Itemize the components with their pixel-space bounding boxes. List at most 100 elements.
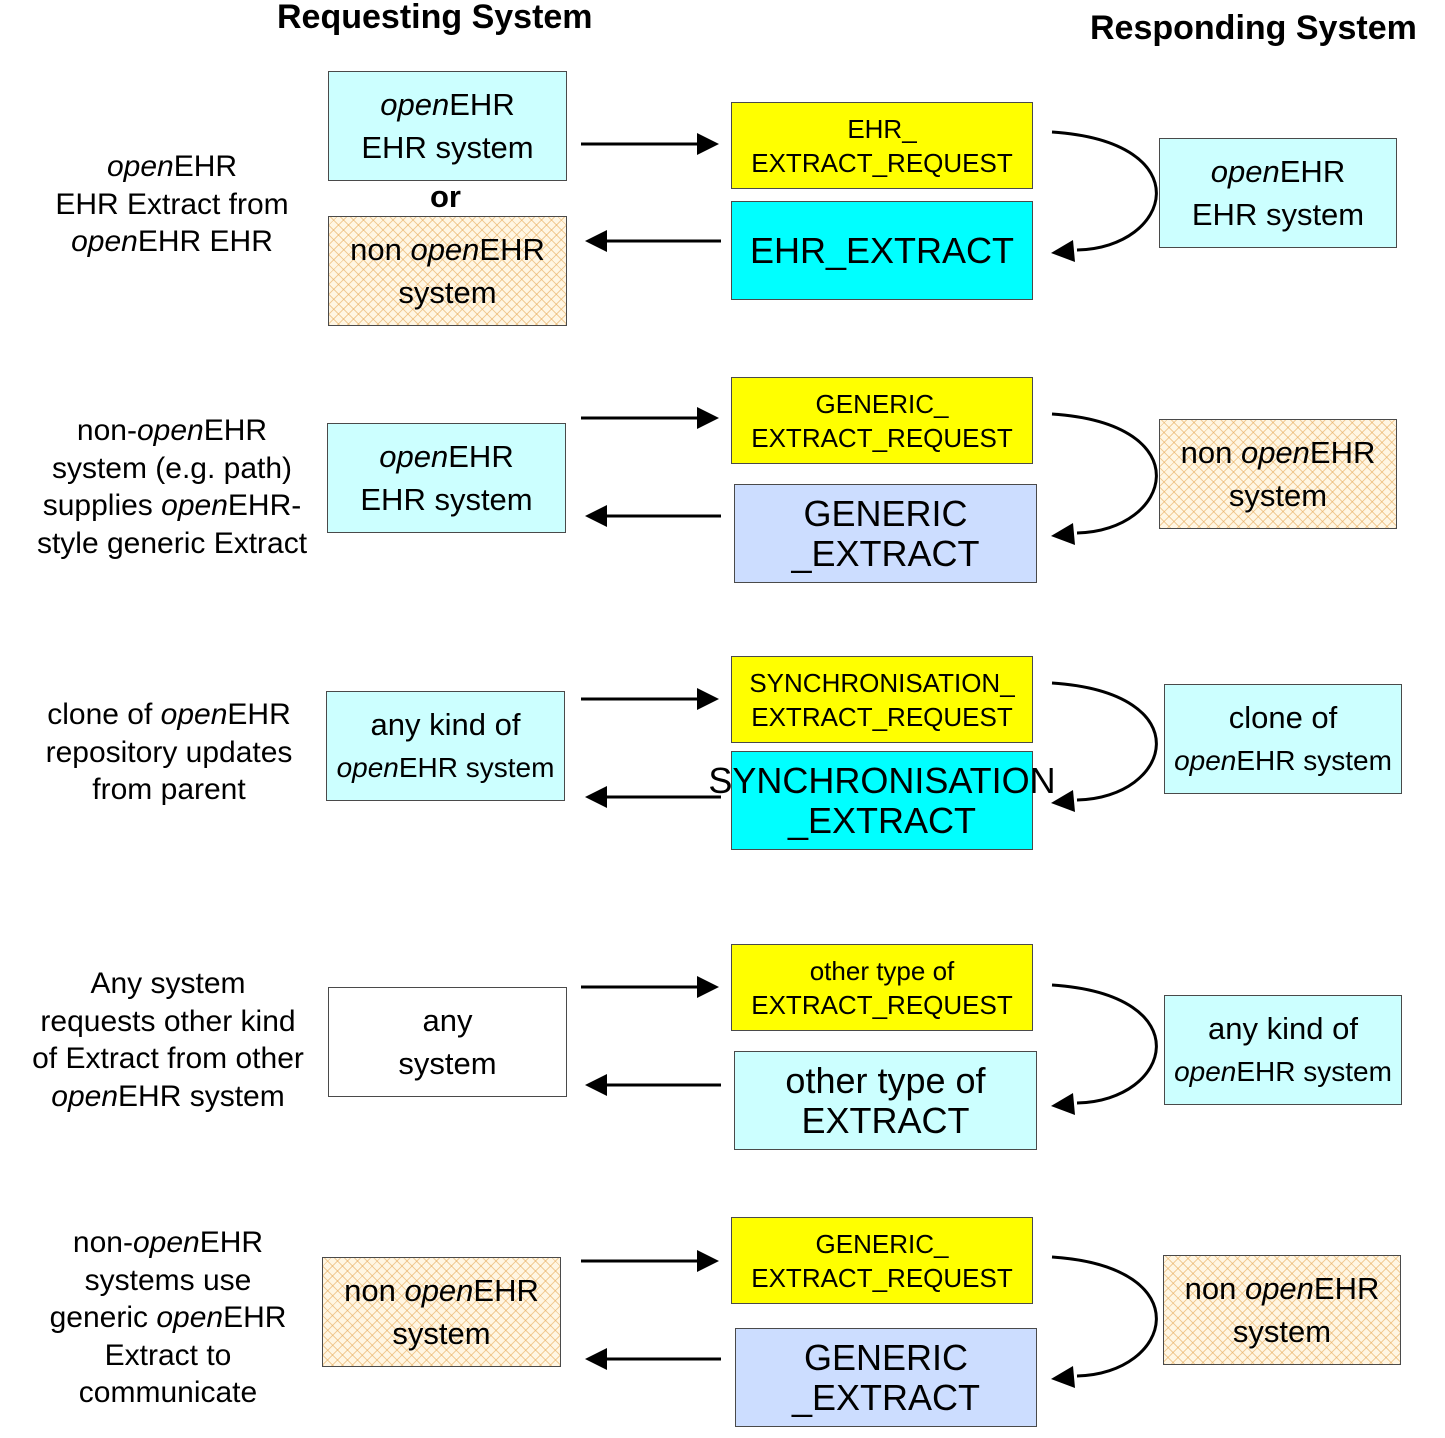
text-span: EHR [223, 1301, 287, 1334]
request-label-line: EXTRACT_REQUEST [751, 1262, 1013, 1293]
description-line: systems use [50, 1262, 287, 1300]
text-span: system [1228, 478, 1328, 513]
request-label-line: EXTRACT_REQUEST [751, 989, 1013, 1020]
description-line: clone of openEHR [46, 696, 293, 734]
process-curve-arrow [1051, 412, 1158, 535]
extract-box: SYNCHRONISATION_EXTRACT [708, 751, 1056, 850]
description-line: system (e.g. path) [37, 450, 307, 488]
description-line: openEHR EHR [55, 223, 288, 261]
or-label: or [430, 179, 461, 214]
text-span: EHR [203, 414, 268, 447]
italic-text: open [1210, 154, 1280, 189]
request-label-line: SYNCHRONISATION_ [749, 667, 1015, 698]
requesting-system-box: openEHR EHR system [327, 423, 566, 533]
extract-box: GENERIC_EXTRACT [734, 484, 1037, 583]
italic-text: open [1240, 435, 1310, 470]
responding-system-box: any kind of openEHR system [1164, 995, 1402, 1105]
system-label-line: system [398, 1042, 496, 1085]
text-span: non [1184, 1271, 1245, 1306]
text-span: any [422, 1003, 473, 1038]
text-span: EHR [473, 1273, 539, 1308]
extract-box: GENERIC_EXTRACT [735, 1328, 1037, 1427]
italic-text: open [380, 87, 450, 122]
text-span: from parent [92, 773, 246, 806]
system-label-line: openEHR [1211, 150, 1345, 193]
system-label-line: openEHR system [1174, 739, 1392, 782]
extract-request-box: GENERIC_EXTRACT_REQUEST [731, 377, 1033, 464]
italic-text: open [404, 1273, 474, 1308]
requesting-system-box: any system [328, 987, 567, 1097]
text-span: EHR system [398, 752, 555, 783]
extract-label-line: _EXTRACT [787, 799, 977, 841]
request-arrowhead [697, 133, 719, 155]
description-line: openEHR [55, 148, 288, 186]
italic-text: open [336, 752, 399, 783]
description-line: communicate [50, 1374, 287, 1412]
process-curve-arrow [1051, 130, 1158, 252]
italic-text: open [106, 150, 174, 183]
italic-text: open [1244, 1271, 1314, 1306]
request-label-line: EHR_ [847, 113, 917, 144]
text-span: clone of [1228, 700, 1338, 735]
text-span: non [350, 232, 411, 267]
response-arrowhead [585, 230, 607, 252]
text-span: requests other kind [40, 1004, 296, 1038]
text-span: EHR system [1236, 745, 1392, 776]
description-line: from parent [46, 771, 293, 809]
requesting-system-header: Requesting System [277, 0, 593, 36]
text-span: EHR [449, 87, 515, 122]
text-span: any kind of [1208, 1011, 1358, 1046]
description-line: supplies openEHR- [37, 487, 307, 525]
extract-label-line: GENERIC [803, 1336, 969, 1378]
extract-label-line: SYNCHRONISATION [708, 759, 1056, 801]
extract-request-box: EHR_EXTRACT_REQUEST [731, 102, 1033, 189]
system-label-line: system [1233, 1310, 1331, 1353]
process-curve-arrow [1051, 983, 1158, 1105]
request-arrowhead [697, 976, 719, 998]
description-line: openEHR system [32, 1078, 304, 1116]
system-label-line: openEHR system [337, 746, 555, 789]
text-span: EHR [448, 439, 514, 474]
request-label-line: other type of [809, 955, 955, 986]
request-arrowhead [697, 1250, 719, 1272]
text-span: EHR [1279, 154, 1346, 189]
italic-text: open [1174, 745, 1237, 776]
extract-label-line: EXTRACT [801, 1099, 970, 1141]
responding-system-box: non openEHR system [1159, 419, 1397, 529]
text-span: EHR [173, 150, 238, 183]
system-label-line: non openEHR [1181, 431, 1376, 474]
system-label-line: EHR system [361, 126, 533, 169]
text-span: clone of [47, 698, 161, 731]
text-span: systems use [84, 1263, 252, 1297]
text-span: EHR system [360, 482, 533, 517]
extract-label-line: EHR_EXTRACT [749, 229, 1015, 271]
text-span: supplies [42, 489, 162, 522]
italic-text: open [379, 439, 449, 474]
response-arrowhead [585, 505, 607, 527]
extract-label-line: other type of [785, 1059, 986, 1101]
text-span: EHR system [361, 130, 534, 165]
request-label-line: GENERIC_ [815, 1228, 949, 1259]
text-span: EHR system [118, 1079, 285, 1113]
text-span: EHR [479, 232, 545, 267]
process-curve-arrowhead [1051, 790, 1075, 812]
process-curve-arrow [1051, 681, 1158, 802]
request-label-line: EXTRACT_REQUEST [751, 422, 1013, 453]
process-curve-arrowhead [1051, 240, 1075, 262]
description-line: requests other kind [32, 1003, 304, 1041]
extract-label-line: _EXTRACT [791, 532, 980, 574]
system-label-line: openEHR system [1174, 1050, 1392, 1093]
system-label-line: openEHR [379, 435, 513, 478]
description-line: EHR Extract from [55, 186, 288, 224]
text-span: EHR [227, 698, 291, 731]
text-span: EHR Extract from [55, 187, 289, 221]
